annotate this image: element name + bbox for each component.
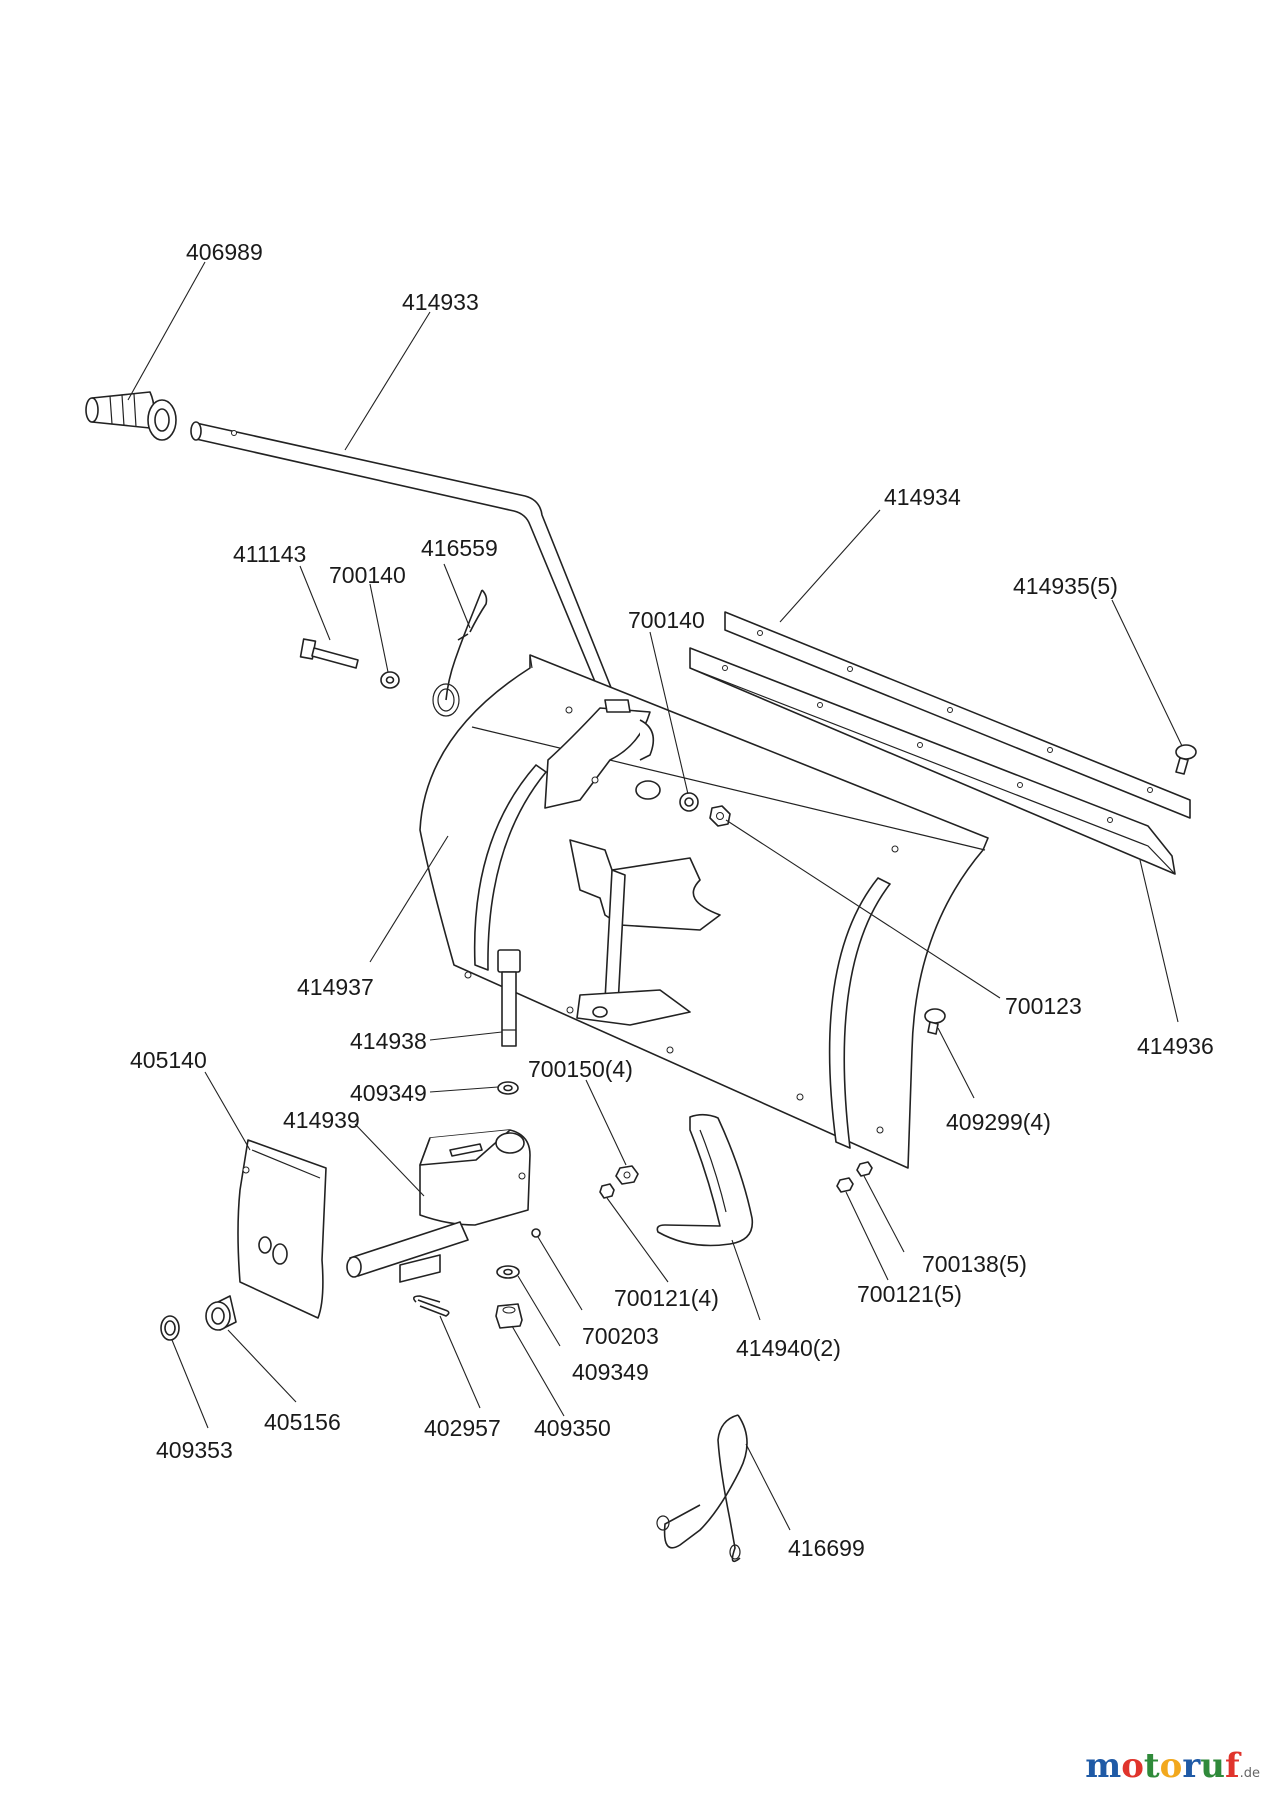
watermark-letter: f bbox=[1224, 1746, 1240, 1786]
callout-409299: 409299(4) bbox=[946, 1109, 1051, 1135]
callout-414934: 414934 bbox=[884, 484, 961, 510]
callout-402957: 402957 bbox=[424, 1415, 501, 1441]
blade-mount-bracket bbox=[544, 699, 661, 809]
watermark-letter: o bbox=[1121, 1746, 1144, 1786]
callout-700123: 700123 bbox=[1005, 993, 1082, 1019]
callout-700140-right: 700140 bbox=[628, 607, 705, 633]
callout-409349-upper: 409349 bbox=[350, 1080, 427, 1106]
callout-700121-5: 700121(5) bbox=[857, 1281, 962, 1307]
callout-409350: 409350 bbox=[534, 1415, 611, 1441]
callout-405140: 405140 bbox=[130, 1047, 207, 1073]
leader-lines bbox=[127, 261, 1183, 1531]
bolt-411143 bbox=[299, 638, 359, 669]
washer-409353 bbox=[160, 1315, 180, 1341]
callout-414940: 414940(2) bbox=[736, 1335, 841, 1361]
bushing-405156 bbox=[205, 1295, 237, 1331]
nut-700203 bbox=[531, 1228, 541, 1238]
callout-700140-left: 700140 bbox=[329, 562, 406, 588]
washer-700140-left bbox=[380, 671, 400, 689]
pin-bolt-414938 bbox=[497, 949, 521, 1047]
carriage-bolt-409299 bbox=[924, 1008, 946, 1035]
spring-pin-416559 bbox=[432, 589, 488, 717]
wear-strip-414934 bbox=[724, 611, 1191, 819]
callout-700121-4: 700121(4) bbox=[614, 1285, 719, 1311]
adjustment-shoe-414940 bbox=[656, 1113, 754, 1247]
callout-414933: 414933 bbox=[402, 289, 479, 315]
washer-409349-lower bbox=[496, 1265, 520, 1279]
callout-labels: 406989 414933 414934 411143 700140 41655… bbox=[130, 239, 1214, 1561]
nut-700121-5 bbox=[836, 1177, 854, 1193]
callout-405156: 405156 bbox=[264, 1409, 341, 1435]
callout-700150: 700150(4) bbox=[528, 1056, 633, 1082]
callout-411143: 411143 bbox=[233, 541, 306, 567]
handle-grip-406989 bbox=[85, 391, 177, 441]
nut-700150 bbox=[615, 1165, 639, 1185]
watermark-letter: m bbox=[1085, 1746, 1122, 1786]
callout-409349-lower: 409349 bbox=[572, 1359, 649, 1385]
nut-700138 bbox=[856, 1161, 873, 1177]
lock-nut-409350 bbox=[495, 1303, 523, 1329]
skid-plate-405140 bbox=[237, 1139, 327, 1319]
motoruf-watermark-logo: motoruf.de bbox=[1085, 1746, 1260, 1786]
watermark-letter: u bbox=[1200, 1746, 1225, 1786]
callout-414935: 414935(5) bbox=[1013, 573, 1118, 599]
pivot-bracket-414939 bbox=[346, 1129, 531, 1283]
callout-416559: 416559 bbox=[421, 535, 498, 561]
callout-414936: 414936 bbox=[1137, 1033, 1214, 1059]
nut-700123 bbox=[709, 805, 731, 827]
clip-402957 bbox=[412, 1295, 450, 1317]
callout-414938: 414938 bbox=[350, 1028, 427, 1054]
callout-700138: 700138(5) bbox=[922, 1251, 1027, 1277]
wear-strip-414936 bbox=[689, 647, 1176, 875]
callout-414939: 414939 bbox=[283, 1107, 360, 1133]
washer-409349-upper bbox=[497, 1081, 519, 1095]
callout-414937: 414937 bbox=[297, 974, 374, 1000]
retaining-clip-416699 bbox=[656, 1414, 748, 1563]
watermark-tld: .de bbox=[1239, 1766, 1260, 1781]
callout-700203: 700203 bbox=[582, 1323, 659, 1349]
washer-700140-right bbox=[679, 792, 699, 812]
callout-416699: 416699 bbox=[788, 1535, 865, 1561]
callout-406989: 406989 bbox=[186, 239, 263, 265]
nut-700121-4 bbox=[599, 1183, 615, 1199]
watermark-letter: r bbox=[1182, 1746, 1201, 1786]
callout-409353: 409353 bbox=[156, 1437, 233, 1463]
watermark-letter: t bbox=[1143, 1746, 1160, 1786]
watermark-letter: o bbox=[1159, 1746, 1183, 1786]
carriage-bolt-414935 bbox=[1175, 744, 1197, 775]
blade-support-bracket bbox=[569, 839, 721, 1026]
